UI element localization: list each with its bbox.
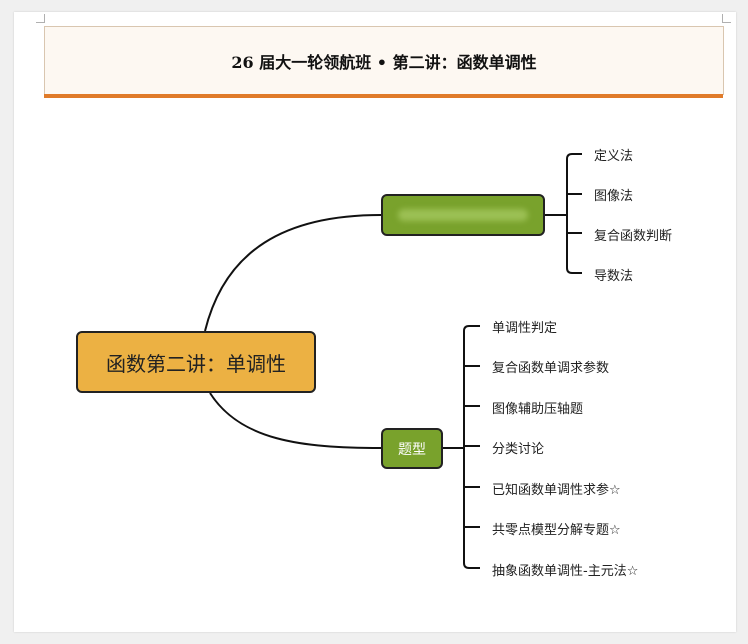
mindmap-root-node: 函数第二讲：单调性 xyxy=(76,331,316,393)
leaf-types-2: 复合函数单调求参数 xyxy=(492,361,610,376)
leaf-types-1: 单调性判定 xyxy=(492,321,558,336)
leaf-methods-4: 导数法 xyxy=(594,269,634,284)
leaf-types-6: 共零点模型分解专题☆ xyxy=(492,523,621,538)
bracket-types xyxy=(443,325,480,569)
leaf-types-7: 抽象函数单调性-主元法☆ xyxy=(492,564,639,579)
leaf-methods-1: 定义法 xyxy=(594,149,634,164)
crop-mark-left xyxy=(36,14,45,23)
crop-mark-right xyxy=(722,14,731,23)
leaf-methods-3: 复合函数判断 xyxy=(594,229,673,244)
bracket-methods xyxy=(545,153,582,274)
title-banner: 26 届大一轮领航班 • 第二讲：函数单调性 xyxy=(44,26,724,95)
connector-root-types xyxy=(209,392,382,449)
leaf-types-3: 图像辅助压轴题 xyxy=(492,402,584,417)
blurred-label xyxy=(398,209,528,221)
document-page xyxy=(14,12,736,632)
title-accent-bar xyxy=(44,94,723,98)
leaf-methods-2: 图像法 xyxy=(594,189,634,204)
connector-root-methods xyxy=(204,214,382,332)
branch-node-methods xyxy=(381,194,545,236)
leaf-types-5: 已知函数单调性求参☆ xyxy=(492,483,621,498)
leaf-types-4: 分类讨论 xyxy=(492,442,545,457)
branch-node-types: 题型 xyxy=(381,428,443,469)
page-title: 26 届大一轮领航班 • 第二讲：函数单调性 xyxy=(231,53,537,72)
